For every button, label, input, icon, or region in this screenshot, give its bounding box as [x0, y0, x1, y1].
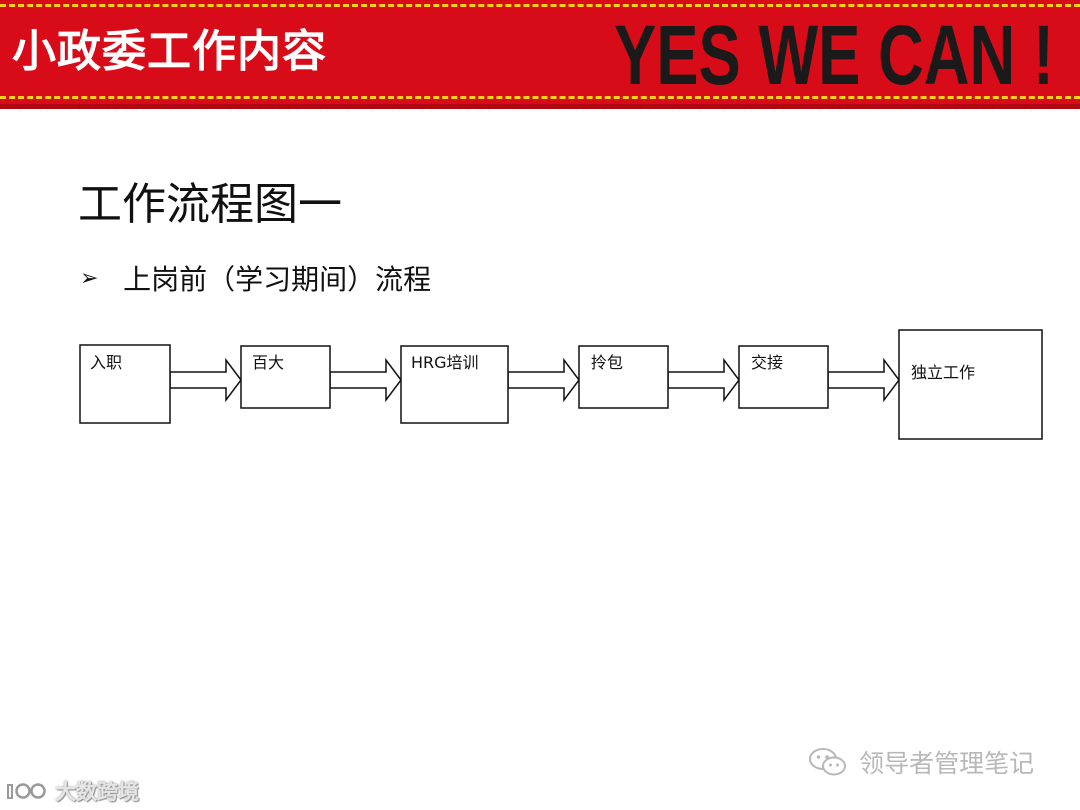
watermark-left-text: 大数跨境: [55, 780, 140, 804]
flow-node-box-5: [738, 345, 829, 409]
flow-node-box-2: [240, 345, 331, 409]
flow-arrow-5: [827, 357, 900, 403]
header-banner: 小政委工作内容 YES WE CAN !: [0, 0, 1080, 104]
bullet-text: 上岗前（学习期间）流程: [123, 263, 432, 296]
watermark-left: 大数跨境: [6, 776, 139, 806]
flow-node-box-1: [79, 344, 171, 424]
flow-node-label: 入职: [90, 353, 123, 372]
flow-node-label: 百大: [252, 353, 285, 372]
flow-node-box-3: [400, 345, 509, 424]
arrowhead-bullet-icon: ➢: [80, 265, 99, 291]
watermark-right: 领导者管理笔记: [808, 744, 1034, 784]
flow-node-label: HRG培训: [411, 353, 479, 372]
logo-icon: [7, 783, 46, 799]
flow-node-label: 独立工作: [911, 363, 976, 382]
slogan-text: YES WE CAN !: [614, 8, 1054, 96]
banner-dash-bottom: [0, 96, 1080, 99]
flow-nodes: [79, 329, 1043, 440]
flow-node-label: 交接: [751, 353, 784, 372]
slogan-graphic: YES WE CAN !: [614, 8, 1054, 96]
slide-title: 小政委工作内容: [12, 26, 327, 77]
banner-dash-top: [0, 4, 1080, 7]
flow-arrow-1: [169, 357, 242, 403]
flow-node-box-4: [578, 345, 669, 409]
banner-underline: [0, 104, 1080, 109]
flow-arrow-4: [667, 357, 740, 403]
flow-arrow-3: [507, 357, 580, 403]
flow-node-label: 拎包: [591, 353, 624, 372]
watermark-right-text: 领导者管理笔记: [859, 749, 1035, 778]
section-heading: 工作流程图一: [78, 179, 342, 230]
flow-arrow-2: [329, 357, 402, 403]
bullet-item: ➢ 上岗前（学习期间）流程: [80, 258, 431, 298]
flow-arrows: [169, 357, 900, 403]
wechat-icon: [809, 748, 846, 776]
flow-node-box-6: [898, 329, 1043, 440]
